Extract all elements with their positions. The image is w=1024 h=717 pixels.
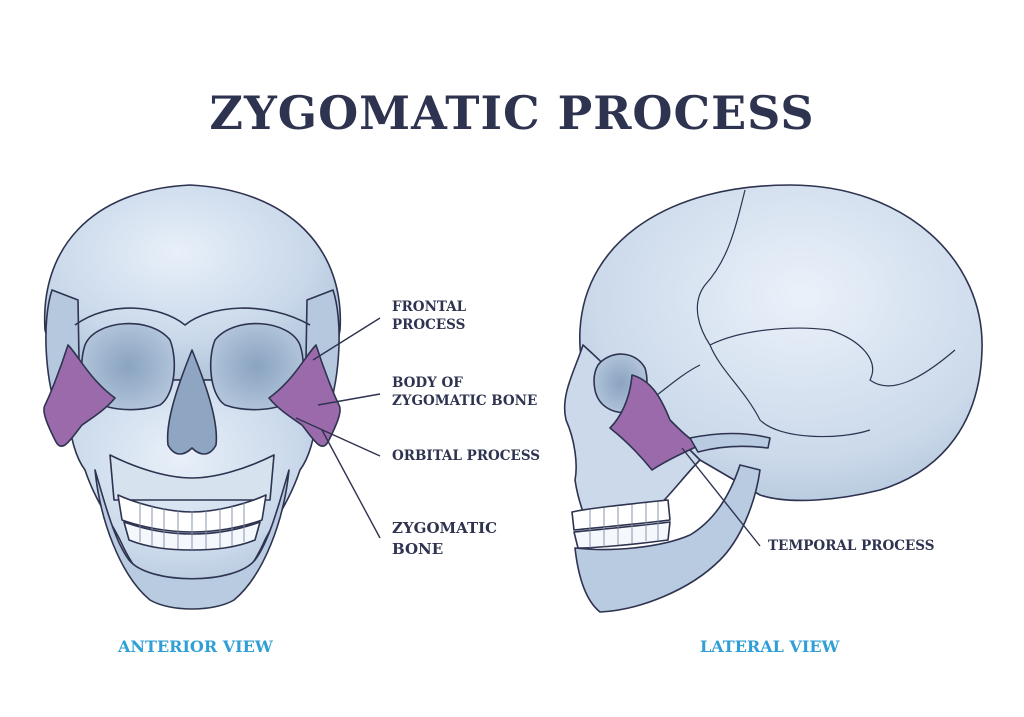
label-zygomatic-bone: ZYGOMATIC BONE [392,518,497,560]
leader-temporal-process [681,447,761,547]
lateral-skull [563,184,983,613]
lateral-mandible [574,464,761,613]
label-frontal-process-line1: FRONTAL [392,299,467,315]
label-body-of-zygomatic-bone: BODY OF ZYGOMATIC BONE [392,374,537,410]
lateral-teeth-lines [589,502,659,548]
leader-orbital-process [295,417,381,457]
anterior-maxilla [109,454,275,501]
label-orbital-process: ORBITAL PROCESS [392,448,541,464]
anterior-nasal-cavity [166,349,218,455]
anterior-zygomatic-right [268,344,341,447]
label-body-line1: BODY OF [392,375,463,391]
label-frontal-process-line2: PROCESS [392,317,466,333]
label-zygomatic-bone-line1: ZYGOMATIC [392,519,498,537]
anterior-brow [74,307,311,326]
page-title: ZYGOMATIC PROCESS [209,86,815,140]
label-zygomatic-bone-line2: BONE [392,540,444,558]
leader-lines [295,317,761,547]
label-frontal-process: FRONTAL PROCESS [392,298,466,334]
label-temporal-process: TEMPORAL PROCESS [768,538,935,554]
lateral-zygomatic-arch [689,432,771,453]
anterior-skull [43,184,342,610]
leader-zygomatic-bone [321,429,381,539]
lateral-zygomatic [609,374,701,471]
label-anterior-view: ANTERIOR VIEW [118,637,273,656]
anterior-teeth-lines [139,502,245,550]
anterior-zygomatic-left [43,344,116,447]
label-body-line2: ZYGOMATIC BONE [392,393,538,409]
leader-body-of-zygomatic [317,393,381,406]
lateral-cranium [579,184,983,502]
leader-frontal-process [312,317,381,361]
anterior-mandible [94,469,290,610]
label-lateral-view: LATERAL VIEW [700,637,840,656]
